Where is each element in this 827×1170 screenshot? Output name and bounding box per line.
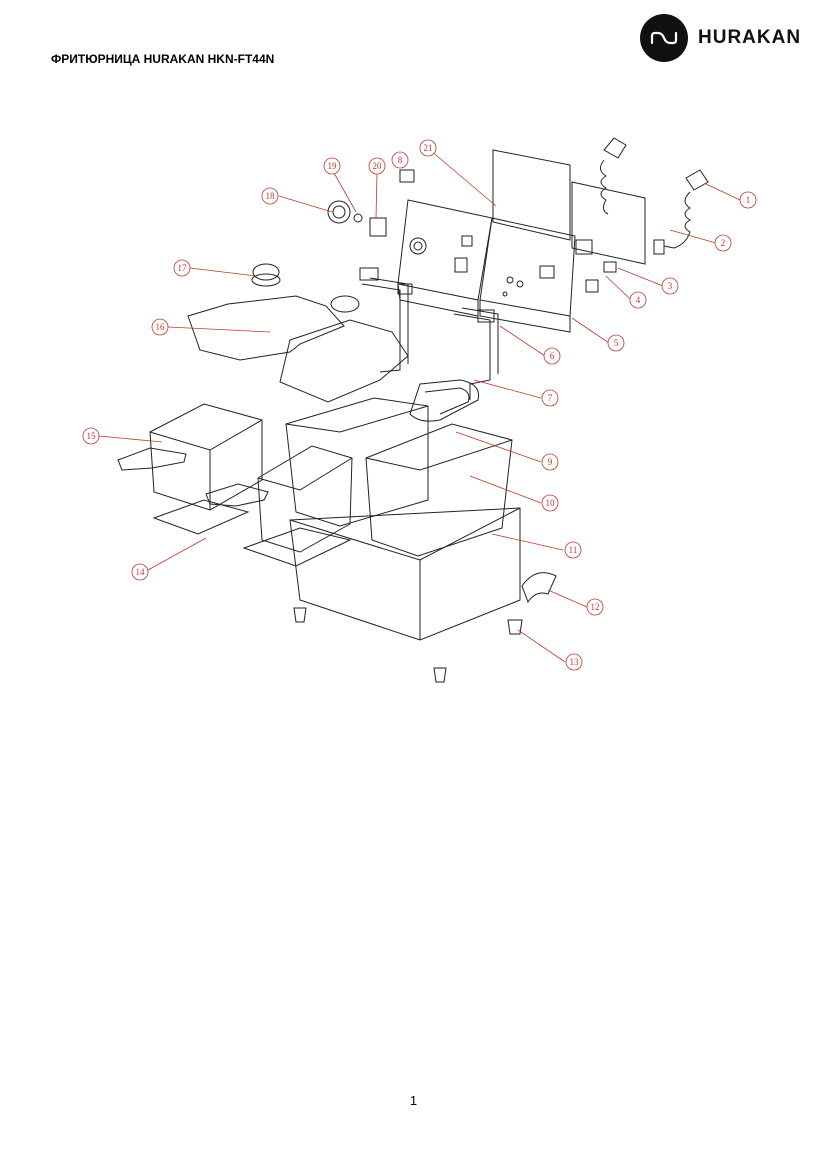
- callout-11: 11: [569, 545, 578, 555]
- foot-3: [433, 667, 447, 683]
- callout-19: 19: [328, 161, 338, 171]
- callout-4: 4: [636, 295, 641, 305]
- heating-element-left: [359, 267, 413, 373]
- callout-1: 1: [746, 195, 751, 205]
- back-plate-right: [571, 181, 646, 265]
- fryer-housing: [289, 507, 521, 641]
- lid-right: [279, 319, 409, 403]
- basket-mesh-bottom-right: [242, 527, 352, 567]
- document-title: ФРИТЮРНИЦА HURAKAN HKN-FT44N: [51, 52, 275, 66]
- power-cord: [600, 137, 709, 255]
- brand-name: HURAKAN: [698, 27, 802, 48]
- switch-part-20: [369, 217, 387, 237]
- callout-6: 6: [550, 351, 555, 361]
- oil-tank-left: [285, 397, 429, 527]
- lid-left: [187, 295, 345, 361]
- callout-18: 18: [266, 191, 276, 201]
- callout-16: 16: [156, 322, 166, 332]
- basket-right: [205, 445, 353, 553]
- lid-handle-17: [252, 263, 280, 281]
- control-panel-right: [479, 217, 576, 333]
- callout-10: 10: [546, 498, 556, 508]
- basket-mesh-bottom-left: [152, 499, 250, 535]
- callout-7: 7: [548, 393, 553, 403]
- foot-1: [293, 607, 307, 623]
- heating-element-right: [409, 307, 499, 422]
- oil-tank-right: [365, 423, 513, 557]
- callout-20: 20: [373, 161, 383, 171]
- drain-handle-12: [521, 572, 557, 604]
- control-panel-left: [397, 199, 493, 317]
- callout-5: 5: [614, 338, 619, 348]
- callout-12: 12: [591, 602, 600, 612]
- knob-shaft-19: [353, 213, 363, 223]
- thermostat-knob-18: [327, 200, 351, 224]
- callout-8: 8: [398, 155, 403, 165]
- callout-17: 17: [178, 263, 188, 273]
- relay-part-8: [399, 169, 415, 183]
- callout-21: 21: [424, 143, 433, 153]
- page-number: 1: [409, 1093, 418, 1108]
- callout-14: 14: [136, 567, 146, 577]
- hurakan-logo-icon: [640, 14, 688, 62]
- brand-logo: HURAKAN: [640, 14, 801, 62]
- back-plate-left: [492, 149, 571, 241]
- callout-3: 3: [668, 281, 673, 291]
- exploded-parts-diagram: 1 2 3 4 5 6 7 8 9 10 11 12 13 14 15 16 1…: [82, 137, 757, 683]
- callout-markers: [82, 139, 757, 671]
- callout-13: 13: [570, 657, 580, 667]
- callout-leaders: [98, 149, 741, 663]
- basket-left: [117, 403, 263, 511]
- callout-15: 15: [87, 431, 97, 441]
- foot-13: [507, 619, 523, 635]
- callout-9: 9: [548, 457, 553, 467]
- callout-2: 2: [721, 238, 726, 248]
